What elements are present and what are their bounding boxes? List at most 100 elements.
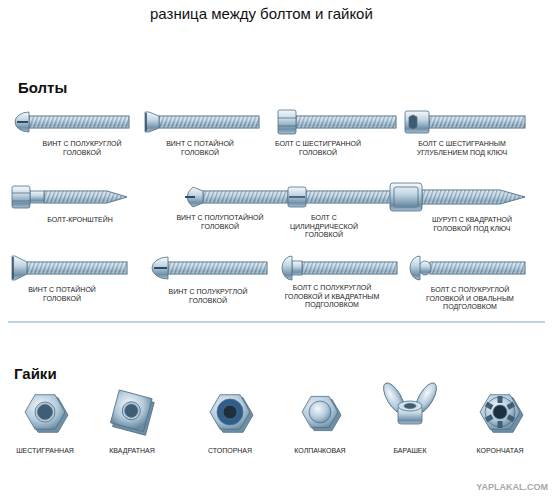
raised-countersunk-screw	[185, 187, 288, 207]
part-caption: ВИНТ С ПОТАЙНОЙ ГОЛОВКОЙ	[12, 286, 112, 303]
part-caption: СТОПОРНАЯ	[187, 447, 273, 456]
carriage-bolt-square-neck	[292, 261, 302, 275]
part-caption: ШУРУП С КВАДРАТНОЙ ГОЛОВКОЙ ПОД КЛЮЧ	[416, 216, 528, 233]
part-caption: КВАДРАТНАЯ	[89, 447, 175, 456]
round-head-screw	[152, 257, 267, 279]
lag-screw	[422, 190, 525, 204]
square-nut	[123, 403, 139, 419]
hex-head-bolt	[296, 116, 396, 128]
round-head-screw	[15, 112, 29, 132]
lag-screw	[390, 183, 422, 211]
countersunk-screw	[145, 113, 147, 131]
lock-nut	[223, 405, 237, 419]
lag-screw	[394, 187, 418, 207]
fastener-illustration	[25, 380, 523, 435]
carriage-bolt-oval-neck	[430, 262, 525, 274]
round-head-screw	[168, 262, 267, 274]
part-caption: БОЛТ С ШЕСТИГРАННЫМ УГЛУБЛЕНИЕМ ПОД КЛЮЧ	[406, 140, 518, 157]
hex-head-bolt	[278, 126, 296, 127]
part-caption: БОЛТ С ПОЛУКРУГЛОЙ ГОЛОВКОЙ И КВАДРАТНЫМ…	[277, 284, 387, 310]
cheese-head-bolt	[289, 196, 305, 198]
countersunk-screw	[159, 116, 259, 128]
square-nut	[110, 390, 152, 432]
hex-head-bolt	[278, 118, 296, 119]
carriage-bolt-square-neck	[302, 262, 397, 274]
countersunk-screw	[12, 256, 27, 280]
part-caption: ВИНТ С ПОЛУКРУГЛОЙ ГОЛОВКОЙ	[30, 140, 134, 157]
carriage-bolt-square-neck	[282, 256, 292, 280]
lock-nut	[210, 395, 250, 430]
wing-nut	[379, 380, 440, 424]
castle-nut	[480, 395, 523, 433]
bracket-bolt	[12, 186, 127, 208]
countersunk-screw	[159, 116, 259, 128]
square-nut	[120, 400, 142, 422]
carriage-bolt-square-neck	[282, 256, 397, 280]
page-title: разница между болтом и гайкой	[150, 5, 373, 22]
countersunk-screw	[12, 256, 127, 280]
round-head-screw	[17, 121, 28, 123]
part-caption: ВИНТ С ПОЛУКРУГЛОЙ ГОЛОВКОЙ	[153, 288, 263, 305]
castle-nut	[485, 397, 515, 427]
bracket-bolt	[44, 191, 127, 203]
socket-head-bolt	[409, 115, 417, 129]
hex-nut	[38, 405, 53, 420]
castle-nut	[485, 396, 515, 428]
round-head-screw	[29, 116, 129, 128]
cap-nut	[302, 396, 338, 427]
hex-nut	[25, 395, 65, 430]
hex-nut	[25, 395, 68, 433]
castle-nut	[507, 414, 516, 422]
cheese-head-bolt	[288, 187, 396, 207]
carriage-bolt-oval-neck	[430, 262, 525, 274]
countersunk-screw	[145, 112, 259, 132]
part-caption: БАРАШЕК	[367, 447, 453, 456]
cap-nut	[309, 401, 331, 423]
hex-head-bolt	[278, 110, 396, 134]
lock-nut	[217, 399, 243, 425]
wing-nut	[398, 401, 422, 411]
carriage-bolt-oval-neck	[410, 256, 525, 280]
round-head-screw	[168, 262, 267, 274]
part-caption: БОЛТ С ЦИЛИНДРИЧЕСКОЙ ГОЛОВКОЙ	[278, 214, 370, 240]
cheese-head-bolt	[306, 191, 396, 203]
countersunk-screw	[27, 262, 127, 274]
part-caption: ШЕСТИГРАННАЯ	[2, 447, 88, 456]
part-caption: ВИНТ С ПОТАЙНОЙ ГОЛОВКОЙ	[152, 140, 248, 157]
part-caption: КОЛПАЧКОВАЯ	[277, 447, 363, 456]
part-caption: КОРОНЧАТАЯ	[457, 447, 543, 456]
watermark: YAPLAKAL.COM	[440, 482, 548, 493]
bracket-bolt	[12, 186, 30, 208]
round-head-screw	[29, 116, 129, 128]
cap-nut	[302, 396, 341, 430]
bracket-bolt	[30, 191, 44, 203]
part-caption: ВИНТ С ПОЛУПОТАЙНОЙ ГОЛОВКОЙ	[174, 214, 266, 231]
round-head-screw	[154, 267, 167, 269]
wing-nut	[404, 404, 416, 409]
section-heading: Болты	[18, 80, 98, 97]
countersunk-screw	[27, 262, 127, 274]
raised-countersunk-screw	[203, 191, 288, 203]
countersunk-screw	[12, 257, 14, 279]
cheese-head-bolt	[306, 191, 396, 203]
lag-screw	[390, 183, 525, 211]
castle-nut	[480, 395, 520, 430]
castle-nut	[485, 414, 494, 422]
carriage-bolt-oval-neck	[410, 256, 420, 280]
fastener-illustration	[12, 110, 525, 280]
socket-head-bolt	[429, 116, 525, 128]
socket-head-bolt	[405, 111, 525, 133]
castle-nut	[507, 402, 516, 410]
castle-nut	[493, 405, 507, 419]
round-head-screw	[15, 112, 129, 132]
raised-countersunk-screw	[203, 191, 288, 203]
part-caption: БОЛТ С ПОЛУКРУГЛОЙ ГОЛОВКОЙ И ОВАЛЬНЫМ П…	[412, 286, 528, 312]
round-head-screw	[152, 257, 168, 279]
hex-head-bolt	[296, 116, 396, 128]
bracket-bolt	[12, 201, 30, 202]
raised-countersunk-screw	[185, 196, 195, 198]
hex-nut	[35, 402, 55, 422]
square-nut	[110, 390, 155, 435]
